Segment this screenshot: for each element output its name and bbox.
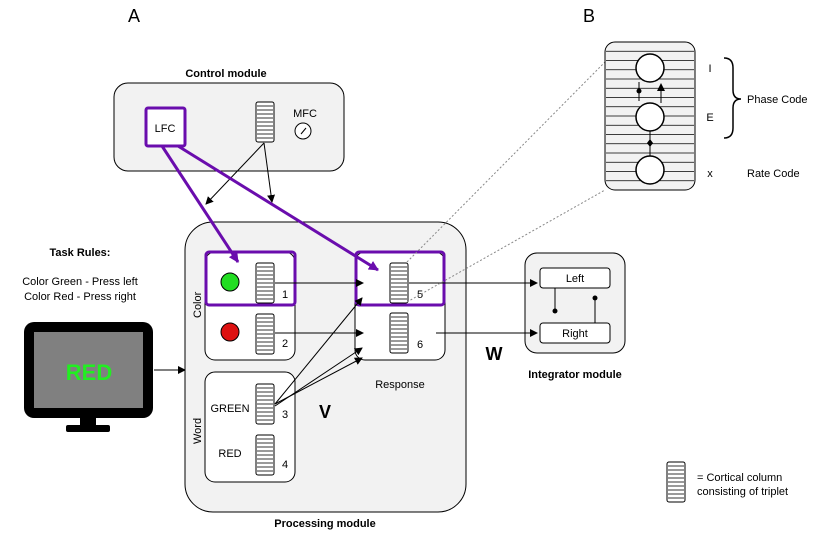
neuron-i-icon <box>635 53 665 83</box>
lfc-highlight-box <box>144 106 187 148</box>
column-icon-2 <box>255 313 275 355</box>
legend-line-2: consisting of triplet <box>697 486 788 498</box>
right-response-label: Right <box>562 328 588 340</box>
control-arrow-right <box>263 142 276 203</box>
task-rules-title: Task Rules: <box>50 247 111 259</box>
detail-panel <box>604 41 696 191</box>
lfc-label: LFC <box>155 123 176 135</box>
neuron-e-label: E <box>706 112 713 124</box>
rate-code-label: Rate Code <box>747 168 800 180</box>
left-response-label: Left <box>566 273 584 285</box>
column-number-4: 4 <box>282 459 288 471</box>
column-icon-3 <box>255 383 275 425</box>
column-icon-6 <box>389 312 409 354</box>
column-icon-4 <box>255 434 275 476</box>
mfc-dial-needle <box>300 127 307 135</box>
control-module-title: Control module <box>185 68 266 80</box>
x-to-e-diamond <box>647 139 653 147</box>
neuron-i-label: I <box>708 63 711 75</box>
column-number-6: 6 <box>417 339 423 351</box>
monitor-icon <box>24 322 153 432</box>
column-number-2: 2 <box>282 338 288 350</box>
arrow-col3-to-col6-b <box>274 357 363 405</box>
column-number-5: 5 <box>417 289 423 301</box>
panel-label-a: A <box>128 6 140 26</box>
monitor-stimulus-word: RED <box>66 360 112 385</box>
processing-module-title: Processing module <box>274 518 375 530</box>
integrator-module-title: Integrator module <box>528 369 622 381</box>
v-label: V <box>319 402 331 422</box>
phase-code-brace <box>723 57 742 139</box>
zoom-line-bottom <box>406 189 606 303</box>
control-module-box <box>113 82 345 172</box>
task-rule-red: Color Red - Press right <box>24 291 136 303</box>
column-icon-5 <box>389 262 409 304</box>
word-box-label: Word <box>192 418 204 444</box>
w-label: W <box>486 344 503 364</box>
task-rule-green: Color Green - Press left <box>22 276 138 288</box>
zoom-line-top <box>406 61 606 263</box>
lfc-arrow-to-response <box>177 144 379 272</box>
legend-line-1: = Cortical column <box>697 472 782 484</box>
word-red-label: RED <box>218 448 241 460</box>
i-to-e-inhibit-end <box>636 88 642 94</box>
control-column-icon <box>255 101 275 143</box>
inhibit-left-to-right-end <box>552 308 558 314</box>
arrow-col3-to-col5 <box>274 297 363 405</box>
inhibit-right-to-left-end <box>592 295 598 301</box>
panel-label-b: B <box>583 6 595 26</box>
word-green-label: GREEN <box>210 403 249 415</box>
lfc-arrow-to-color <box>160 145 240 263</box>
phase-code-label: Phase Code <box>747 94 808 106</box>
mfc-label: MFC <box>293 108 317 120</box>
color-box-label: Color <box>192 291 204 318</box>
legend-column-icon <box>666 461 686 503</box>
response-label: Response <box>375 379 425 391</box>
neuron-x-icon <box>635 155 665 185</box>
neuron-x-label: x <box>707 168 713 180</box>
column-number-1: 1 <box>282 289 288 301</box>
neuron-e-icon <box>635 102 665 132</box>
column-number-3: 3 <box>282 409 288 421</box>
control-arrow-left <box>205 142 265 205</box>
green-circle-icon <box>220 272 240 292</box>
color-highlight-box <box>204 250 297 307</box>
column-icon-1 <box>255 262 275 304</box>
response-highlight-box <box>354 250 446 307</box>
left-response-box <box>539 267 611 289</box>
right-response-box <box>539 322 611 344</box>
red-circle-icon <box>220 322 240 342</box>
